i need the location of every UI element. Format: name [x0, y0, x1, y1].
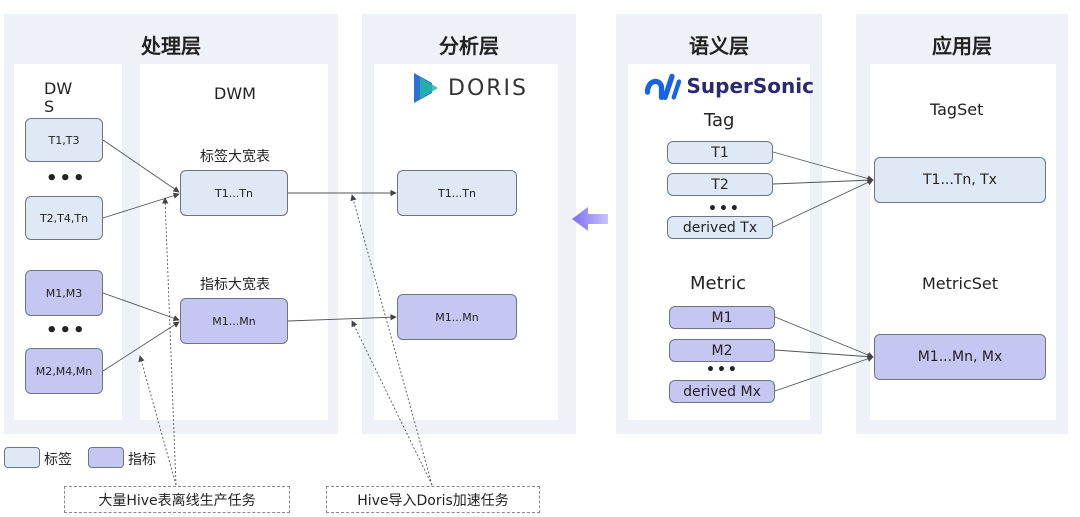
supersonic-logo: SuperSonic — [644, 68, 814, 104]
dws-tag-box-1: T1,T3 — [25, 118, 103, 162]
tag-wide-table-box: T1...Tn — [180, 170, 288, 216]
dws-metric-box-1: M1,M3 — [25, 270, 103, 316]
tagset-box: T1...Tn, Tx — [874, 157, 1046, 203]
semantic-layer-title: 语义层 — [689, 34, 749, 58]
semantic-metric-box-3: derived Mx — [669, 380, 775, 403]
semantic-metric-ellipsis: ••• — [706, 362, 739, 378]
legend-tag-swatch — [4, 447, 40, 468]
semantic-metric-label: Metric — [690, 273, 746, 294]
dws-metric-ellipsis: ••• — [46, 320, 87, 341]
legend-metric-swatch — [88, 447, 124, 468]
semantic-tag-label: Tag — [704, 110, 735, 131]
dws-tag-box-2: T2,T4,Tn — [25, 196, 103, 240]
analysis-metric-box: M1...Mn — [397, 294, 517, 340]
tagset-label: TagSet — [930, 100, 984, 119]
semantic-tag-box-2: T2 — [667, 173, 773, 196]
doris-logo-text: DORIS — [448, 75, 528, 101]
metric-wide-table-label: 指标大宽表 — [200, 277, 270, 293]
analysis-tag-box: T1...Tn — [397, 170, 517, 216]
doris-logo-icon — [414, 73, 438, 103]
dwm-label: DWM — [214, 84, 256, 103]
supersonic-logo-text: SuperSonic — [686, 74, 814, 98]
metricset-box: M1...Mn, Mx — [874, 334, 1046, 380]
data-flow-arrow-icon — [572, 207, 608, 231]
hive-offline-tasks-note: 大量Hive表离线生产任务 — [64, 486, 290, 513]
semantic-metric-box-1: M1 — [669, 306, 775, 329]
metric-wide-table-box: M1...Mn — [180, 298, 288, 344]
hive-to-doris-tasks-note: Hive导入Doris加速任务 — [326, 486, 540, 513]
dws-metric-box-2: M2,M4,Mn — [25, 348, 103, 394]
processing-layer-title: 处理层 — [141, 34, 201, 58]
legend-tag-label: 标签 — [44, 452, 72, 468]
tag-wide-table-label: 标签大宽表 — [200, 149, 270, 165]
analysis-layer-title: 分析层 — [439, 34, 499, 58]
metricset-label: MetricSet — [922, 274, 999, 293]
semantic-metric-box-2: M2 — [669, 339, 775, 362]
analysis-column — [374, 64, 558, 420]
application-layer-title: 应用层 — [932, 34, 992, 58]
legend-metric-label: 指标 — [128, 452, 156, 468]
semantic-tag-ellipsis: ••• — [708, 201, 741, 217]
dws-label: DW S — [44, 79, 73, 116]
semantic-tag-box-3: derived Tx — [667, 216, 773, 239]
doris-logo: DORIS — [410, 70, 530, 106]
dws-tag-ellipsis: ••• — [46, 168, 87, 189]
supersonic-logo-icon — [644, 73, 682, 101]
semantic-tag-box-1: T1 — [667, 141, 773, 164]
